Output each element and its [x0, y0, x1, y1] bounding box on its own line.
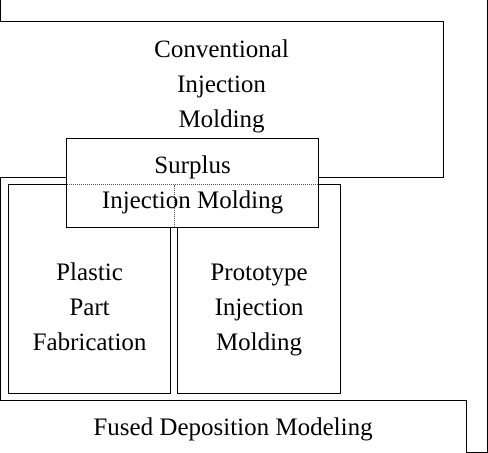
- plastic-part-fabrication-label: Plastic Part Fabrication: [32, 258, 147, 356]
- left-frame-edge: [0, 0, 1, 453]
- surplus-injection-molding-label: Surplus Injection Molding: [101, 152, 284, 214]
- conventional-injection-molding-label: Conventional Injection Molding: [154, 36, 289, 133]
- fused-deposition-modeling-label: Fused Deposition Modeling: [93, 413, 373, 441]
- prototype-injection-molding-label: Prototype Injection Molding: [210, 258, 308, 356]
- surplus-injection-molding-box: Surplus Injection Molding: [66, 138, 319, 228]
- conventional-injection-molding-box: Conventional Injection Molding: [0, 21, 444, 178]
- overlap-dotted-divider: [174, 185, 175, 227]
- overlap-dotted-line: [67, 184, 318, 185]
- fused-deposition-modeling-box: Fused Deposition Modeling: [0, 400, 467, 453]
